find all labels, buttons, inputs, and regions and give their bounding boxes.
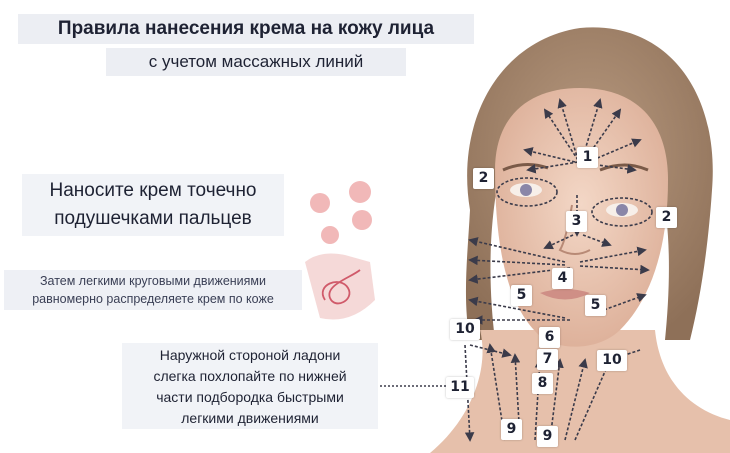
circular-illustration xyxy=(305,253,375,320)
marker-4: 4 xyxy=(552,268,573,289)
marker-9-right: 9 xyxy=(537,426,558,447)
marker-11: 11 xyxy=(446,377,474,398)
marker-8: 8 xyxy=(532,373,553,394)
marker-6: 6 xyxy=(539,327,560,348)
marker-3: 3 xyxy=(566,211,587,232)
circular-instruction: Затем легкими круговыми движениями равно… xyxy=(4,270,302,310)
marker-1: 1 xyxy=(577,147,598,168)
circular-line-1: Затем легкими круговыми движениями xyxy=(39,274,267,288)
dab-instruction: Наносите крем точечно подушечками пальце… xyxy=(22,174,284,236)
circular-line-2: равномерно распределяете крем по коже xyxy=(32,292,274,306)
marker-7: 7 xyxy=(537,349,558,370)
dab-line-2: подушечками пальцев xyxy=(54,208,252,229)
neck-shape xyxy=(430,330,730,453)
dab-line-1: Наносите крем точечно xyxy=(49,180,257,201)
pat-line-3: части подбородка быстрыми xyxy=(156,389,344,405)
marker-2-left: 2 xyxy=(473,168,494,189)
marker-10-left: 10 xyxy=(450,319,480,340)
marker-10-right: 10 xyxy=(597,350,627,371)
marker-5-right: 5 xyxy=(585,295,606,316)
pat-line-4: легкими движениями xyxy=(181,410,319,426)
dab-dots xyxy=(310,181,372,244)
page-subtitle: с учетом массажных линий xyxy=(106,48,406,76)
pat-line-2: слегка похлопайте по нижней xyxy=(153,368,347,384)
marker-9-left: 9 xyxy=(501,419,522,440)
marker-5-left: 5 xyxy=(511,285,532,306)
marker-2-right: 2 xyxy=(656,207,677,228)
pat-line-1: Наружной стороной ладони xyxy=(159,347,341,363)
page-title: Правила нанесения крема на кожу лица xyxy=(18,14,474,44)
pat-instruction: Наружной стороной ладони слегка похлопай… xyxy=(122,343,378,429)
